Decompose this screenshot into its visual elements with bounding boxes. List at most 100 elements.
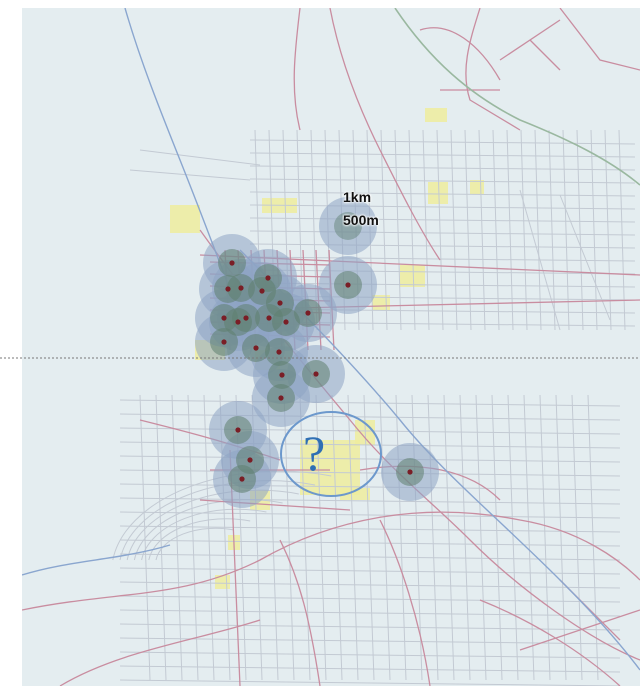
- railway-line: [394, 8, 640, 186]
- minor-road: [249, 178, 636, 184]
- minor-road: [363, 394, 375, 681]
- major-road: [559, 8, 640, 71]
- station-point: [253, 345, 259, 351]
- minor-road: [395, 394, 407, 681]
- legend-buffer-500m: [334, 212, 362, 240]
- minor-road: [450, 129, 458, 331]
- station-point: [283, 319, 289, 325]
- station-point: [235, 319, 241, 325]
- minor-road: [436, 129, 444, 331]
- minor-road: [411, 394, 423, 681]
- minor-road: [519, 189, 561, 331]
- minor-road: [119, 637, 621, 645]
- major-road: [529, 39, 561, 71]
- minor-road: [427, 394, 439, 681]
- scale-label-500m: 500m: [343, 212, 379, 228]
- minor-road: [119, 480, 316, 561]
- minor-road: [119, 679, 621, 686]
- station-point: [345, 282, 351, 288]
- station-point: [243, 315, 249, 321]
- station-point: [221, 315, 227, 321]
- station-point: [247, 457, 253, 463]
- minor-road: [491, 394, 503, 681]
- minor-road: [492, 129, 500, 331]
- minor-road: [119, 455, 621, 463]
- minor-road: [119, 483, 621, 491]
- station-point: [305, 310, 311, 316]
- minor-road: [379, 394, 391, 681]
- minor-road: [408, 129, 416, 331]
- station-point: [276, 349, 282, 355]
- minor-road: [139, 149, 261, 166]
- minor-road: [112, 470, 332, 561]
- land-patch: [470, 180, 484, 194]
- land-patch: [170, 205, 200, 233]
- minor-road: [587, 394, 599, 681]
- minor-road: [249, 191, 636, 197]
- minor-road: [249, 269, 636, 275]
- minor-road: [331, 394, 343, 681]
- major-road: [279, 539, 321, 686]
- land-patch: [428, 182, 448, 204]
- major-road: [519, 609, 640, 651]
- minor-road: [464, 129, 472, 331]
- minor-road: [119, 609, 621, 617]
- station-point: [221, 339, 227, 345]
- minor-road: [119, 413, 621, 421]
- minor-road: [141, 508, 267, 561]
- minor-road: [380, 129, 388, 331]
- minor-road: [249, 256, 636, 262]
- minor-road: [119, 595, 621, 603]
- station-point: [229, 260, 235, 266]
- minor-road: [249, 204, 636, 210]
- major-road: [419, 27, 501, 81]
- major-road: [479, 599, 621, 686]
- minor-road: [249, 139, 636, 145]
- minor-road: [443, 394, 455, 681]
- land-patch: [425, 108, 447, 122]
- minor-road: [523, 394, 535, 681]
- station-point: [278, 395, 284, 401]
- minor-road: [119, 567, 621, 575]
- minor-road: [249, 282, 636, 288]
- minor-road: [604, 129, 612, 331]
- major-road: [465, 8, 521, 131]
- land-patch: [400, 265, 425, 287]
- station-point: [239, 476, 245, 482]
- minor-road: [155, 527, 235, 561]
- minor-road: [394, 129, 402, 331]
- minor-road: [119, 581, 621, 589]
- river-line: [22, 544, 171, 576]
- major-road: [379, 519, 431, 686]
- land-patch: [340, 488, 370, 500]
- minor-road: [520, 129, 528, 331]
- minor-road: [562, 129, 570, 331]
- minor-road: [249, 243, 636, 249]
- station-points: [221, 260, 413, 482]
- minor-road: [249, 165, 636, 171]
- target-site-circle: [280, 411, 382, 497]
- minor-road: [576, 129, 584, 331]
- minor-road: [539, 394, 551, 681]
- scale-label-1km: 1km: [343, 189, 372, 205]
- target-site-question-mark: ?: [303, 425, 326, 481]
- minor-road: [475, 394, 487, 681]
- minor-road: [119, 399, 621, 407]
- minor-road: [299, 394, 311, 681]
- minor-road: [119, 469, 621, 477]
- minor-road: [555, 394, 567, 681]
- minor-road: [129, 169, 251, 181]
- minor-road: [119, 427, 621, 435]
- major-road: [293, 8, 301, 131]
- station-point: [238, 285, 244, 291]
- minor-road: [119, 525, 621, 533]
- minor-road: [548, 129, 556, 331]
- minor-road: [618, 129, 626, 331]
- minor-road: [119, 497, 621, 505]
- minor-road: [119, 553, 621, 561]
- minor-road: [590, 129, 598, 331]
- minor-road: [283, 394, 295, 681]
- minor-road: [347, 394, 359, 681]
- station-point: [235, 427, 241, 433]
